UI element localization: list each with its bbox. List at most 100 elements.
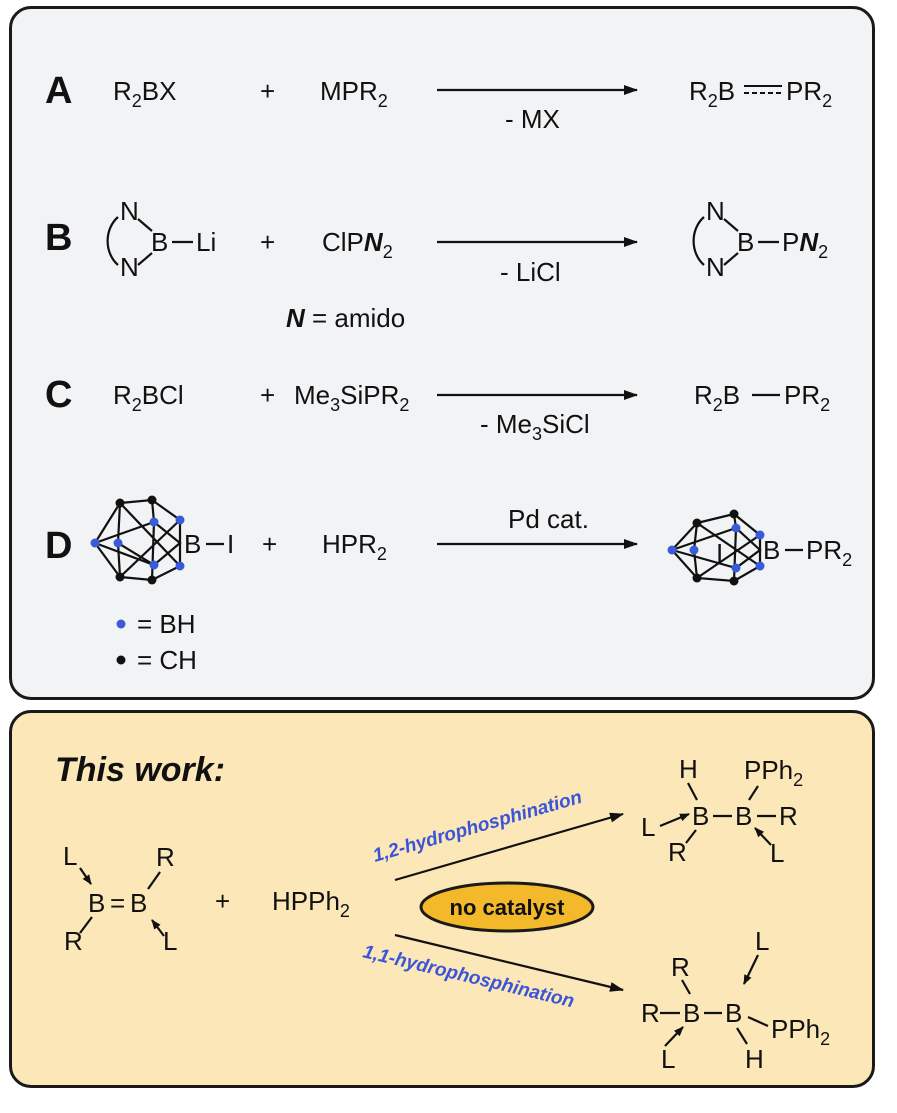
p2-b1: B <box>683 998 700 1028</box>
diborene-bond-r1 <box>147 871 161 890</box>
no-catalyst-label: no catalyst <box>450 895 566 920</box>
row-b-product-n1: N <box>706 196 725 226</box>
product-12: H PPh2 B B L R R L <box>641 754 803 868</box>
p1-b2: B <box>735 801 752 831</box>
p2-b2: B <box>725 998 742 1028</box>
row-b-letter: B <box>45 217 72 259</box>
row-d-product-b: B <box>763 535 780 565</box>
row-c-reactant: R2BCl <box>113 380 184 415</box>
panel-literature-routes <box>9 6 875 700</box>
row-b-product-backbone <box>692 216 705 266</box>
this-work-reagent: HPPh2 <box>272 886 350 921</box>
row-a-product: R2B <box>689 76 735 111</box>
ch-dot <box>147 495 157 505</box>
ch-dot <box>115 572 125 582</box>
row-c-plus: + <box>260 380 275 410</box>
diborene-bond-r2 <box>79 916 93 934</box>
this-work-title: This work: <box>55 751 225 789</box>
row-b-product-n2: N <box>706 252 725 282</box>
bh-dot <box>667 545 677 555</box>
row-c-reagent: Me3SiPR2 <box>294 380 409 415</box>
label-12-hydrophosphination: 1,2-hydrophosphination <box>371 787 585 867</box>
row-c-product-pr2: PR2 <box>784 380 830 415</box>
row-b-product-bond1 <box>723 218 739 232</box>
row-c: C R2BCl + Me3SiPR2 - Me3SiCl R2B PR2 <box>45 374 830 444</box>
arrow-11-hydrophosphination <box>394 933 624 992</box>
row-c-letter: C <box>45 374 72 416</box>
row-b-plus: + <box>260 227 275 257</box>
row-d-reagent: HPR2 <box>322 529 387 564</box>
cage-outline <box>93 498 182 582</box>
row-d: D B I + HPR2 Pd cat. <box>45 495 852 675</box>
bh-dot <box>113 538 123 548</box>
cage-cross-2 <box>119 519 181 578</box>
arrow-12-hydrophosphination <box>394 812 624 882</box>
bh-dot <box>689 545 699 555</box>
row-a-product-pr2: PR2 <box>786 76 832 111</box>
p1-dative2 <box>754 827 772 846</box>
ch-dot <box>692 573 702 583</box>
row-b-reactant-n2: N <box>120 252 139 282</box>
row-a-byproduct: - MX <box>505 104 560 134</box>
p1-l2: L <box>770 838 784 868</box>
p1-dative1 <box>659 812 690 828</box>
p2-dative-bottom <box>664 1026 684 1047</box>
row-d-product-carborane <box>667 509 765 586</box>
diborene-r1: R <box>156 842 175 872</box>
diborene-l1: L <box>63 841 77 871</box>
row-b-byproduct: - LiCl <box>500 257 561 287</box>
p2-l-top: L <box>755 926 769 956</box>
p1-bond-r1 <box>685 829 697 844</box>
cage-edge-band <box>94 520 182 567</box>
row-d-product-inner-label: I <box>716 538 723 568</box>
row-b-reactant-b: B <box>151 227 168 257</box>
legend-bh-label: = BH <box>137 609 196 639</box>
this-work-plus: + <box>215 886 230 916</box>
row-d-catalyst: Pd cat. <box>508 504 589 534</box>
legend-ch-dot <box>116 655 126 665</box>
cage-cross-1 <box>119 502 181 567</box>
cage-outline <box>670 512 762 583</box>
p2-bond-h <box>736 1027 748 1045</box>
product-11: R L R B B PPh2 L H <box>641 926 830 1074</box>
ch-dot <box>729 509 739 519</box>
p2-bond-pph2 <box>747 1015 769 1028</box>
bh-dot <box>731 523 741 533</box>
p1-r2: R <box>779 801 798 831</box>
diborene-b2: B <box>130 888 147 918</box>
p1-b1: B <box>692 801 709 831</box>
row-b-product-bond2 <box>723 252 739 266</box>
row-b-product-b: B <box>737 227 754 257</box>
row-a-reagent: MPR2 <box>320 76 388 111</box>
p2-r-top: R <box>671 952 690 982</box>
p2-bond-r-top <box>681 979 691 995</box>
row-a-letter: A <box>45 70 72 112</box>
row-d-letter: D <box>45 525 72 567</box>
this-work: This work: L R B = B R L + HPPh2 1,2-hyd… <box>55 751 830 1074</box>
cage-edge-inner <box>117 542 155 566</box>
p2-dative-top <box>743 954 759 985</box>
bh-dot <box>755 561 765 571</box>
ch-dot <box>729 576 739 586</box>
row-d-product-pr2: PR2 <box>806 535 852 570</box>
row-b-reactant-bond2 <box>137 252 153 266</box>
p1-r1: R <box>668 837 687 867</box>
row-d-plus: + <box>262 529 277 559</box>
diborene-dative2 <box>151 919 165 937</box>
legend-bh-dot <box>116 619 126 629</box>
p1-h: H <box>679 754 698 784</box>
p2-h: H <box>745 1044 764 1074</box>
ch-dot <box>692 518 702 528</box>
diborene-b1: B <box>88 888 105 918</box>
row-d-reactant-carborane <box>90 495 185 585</box>
row-b-reactant-li: Li <box>196 227 216 257</box>
p1-bond-h <box>687 782 698 801</box>
diborene-l2: L <box>163 926 177 956</box>
bh-dot <box>149 560 159 570</box>
bh-dot <box>90 538 100 548</box>
bh-dot <box>149 517 159 527</box>
row-b-footnote: N = amido <box>286 303 405 333</box>
p1-pph2: PPh2 <box>744 755 803 790</box>
bh-dot <box>755 530 765 540</box>
ch-dot <box>115 498 125 508</box>
